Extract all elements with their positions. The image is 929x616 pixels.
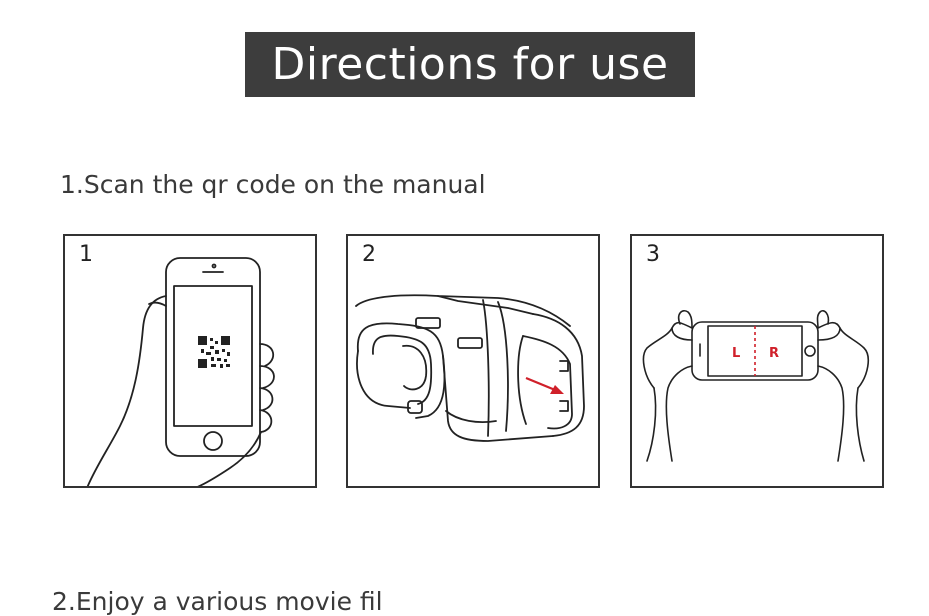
panel-number: 2	[362, 242, 376, 267]
left-eye-label: L	[732, 346, 740, 361]
step-2-instruction: 2.Enjoy a various movie fil	[52, 587, 383, 616]
panel-number: 1	[79, 242, 93, 267]
hand-holding-phone-qr-icon	[86, 257, 275, 486]
insert-arrow-icon	[525, 376, 564, 394]
vr-headset-insert-phone-icon	[355, 294, 585, 442]
right-eye-label: R	[769, 346, 779, 361]
page-title: Directions for use	[245, 32, 695, 97]
illustration-panel-3: L R 3	[630, 234, 884, 488]
qr-code-icon	[198, 336, 230, 368]
page-title-text: Directions for use	[271, 39, 669, 90]
hands-holding-phone-lr-icon: L R	[642, 309, 870, 462]
step-1-instruction: 1.Scan the qr code on the manual	[60, 170, 486, 199]
illustration-panel-1: 1	[63, 234, 317, 488]
panel-number: 3	[646, 242, 660, 267]
illustration-panel-2: 2	[346, 234, 600, 488]
